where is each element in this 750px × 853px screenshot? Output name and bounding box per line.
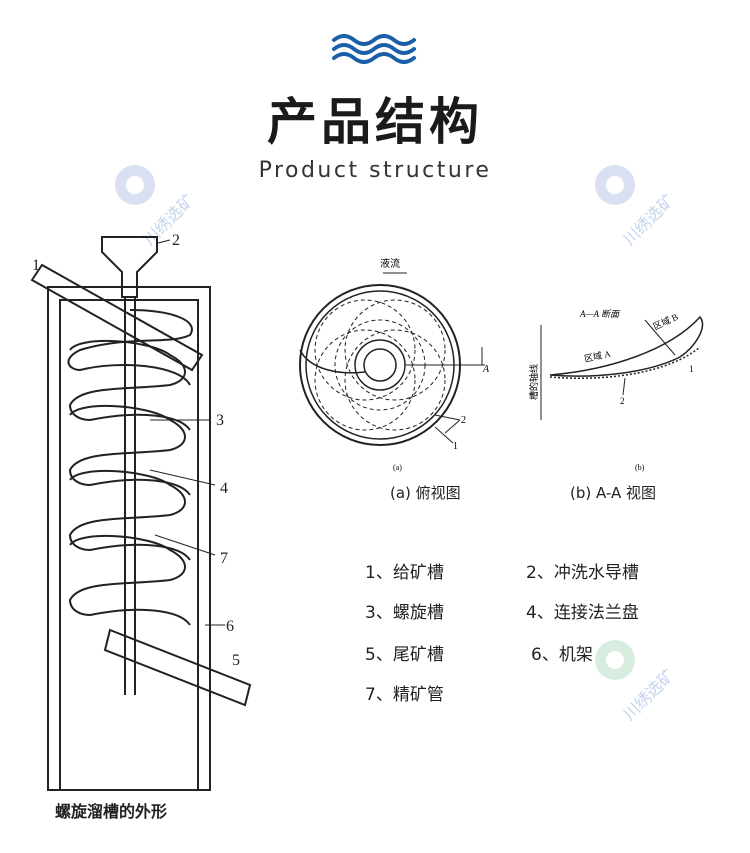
section-view-drawing: 槽的轴线 A—A 断面 区域 B 区域 A 1 2 (b) xyxy=(528,309,704,472)
legend-item: 1、给矿槽 xyxy=(365,563,444,583)
svg-text:1: 1 xyxy=(453,441,458,452)
svg-text:(a): (a) xyxy=(393,463,402,472)
legend-item: 6、机架 xyxy=(531,645,593,665)
label-7: 7 xyxy=(220,550,228,567)
svg-text:川绣选矿: 川绣选矿 xyxy=(620,666,678,724)
svg-text:川绣选矿: 川绣选矿 xyxy=(620,191,678,249)
svg-text:区域 B: 区域 B xyxy=(651,311,679,332)
legend-item: 4、连接法兰盘 xyxy=(526,603,639,623)
left-diagram-caption: 螺旋溜槽的外形 xyxy=(55,802,168,821)
page-title: 产品结构 xyxy=(267,93,483,151)
section-view-caption: (b) A-A 视图 xyxy=(570,484,657,502)
label-1: 1 xyxy=(32,257,40,274)
spiral-chute-drawing: 1 2 3 4 7 6 5 xyxy=(30,232,252,791)
legend-item: 7、精矿管 xyxy=(365,685,444,705)
legend-item: 5、尾矿槽 xyxy=(365,645,444,665)
label-6: 6 xyxy=(226,618,234,635)
svg-text:1: 1 xyxy=(689,364,694,374)
svg-text:槽的轴线: 槽的轴线 xyxy=(528,364,539,400)
svg-text:2: 2 xyxy=(461,415,466,426)
svg-text:A: A xyxy=(482,364,490,375)
top-view-drawing: 液流 A 2 1 (a) xyxy=(299,257,490,472)
svg-text:区域 A: 区域 A xyxy=(583,348,612,364)
svg-text:2: 2 xyxy=(620,396,625,406)
svg-text:液流: 液流 xyxy=(380,257,400,270)
top-view-caption: (a) 俯视图 xyxy=(390,484,461,502)
legend-item: 3、螺旋槽 xyxy=(365,603,444,623)
legend-item: 2、冲洗水导槽 xyxy=(526,563,639,583)
label-4: 4 xyxy=(220,480,228,497)
page-subtitle: Product structure xyxy=(258,158,492,183)
label-5: 5 xyxy=(232,652,240,669)
spiral-turns xyxy=(67,309,193,626)
waves-icon xyxy=(332,34,416,64)
label-3: 3 xyxy=(216,412,224,429)
svg-text:(b): (b) xyxy=(635,463,645,472)
watermark-logo-icon: 川绣选矿 xyxy=(115,165,198,249)
label-2: 2 xyxy=(172,232,180,249)
watermark-logo-icon: 川绣选矿 xyxy=(595,640,678,724)
svg-text:A—A 断面: A—A 断面 xyxy=(579,309,621,319)
watermark-logo-icon: 川绣选矿 xyxy=(595,165,678,249)
